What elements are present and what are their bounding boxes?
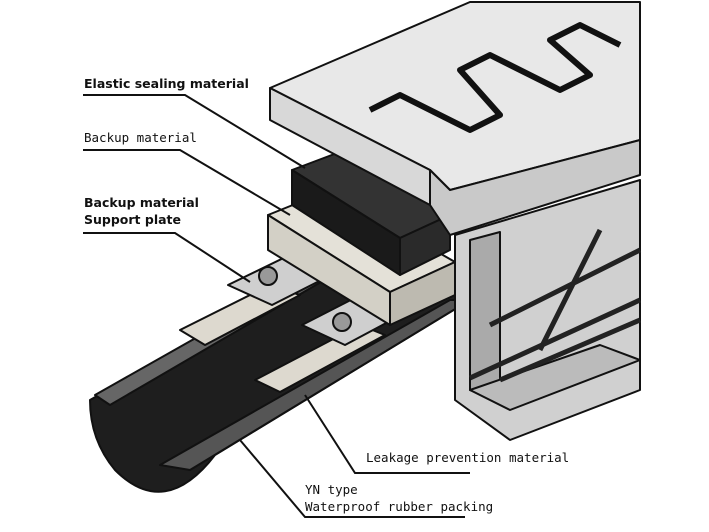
label-leakage-prevention: Leakage prevention material bbox=[366, 450, 570, 465]
leader-lines bbox=[83, 94, 470, 518]
label-yn-type: YN type bbox=[305, 482, 358, 497]
bolt bbox=[332, 312, 352, 332]
label-support-plate: Support plate bbox=[84, 212, 181, 227]
label-waterproof-rubber-packing: Waterproof rubber packing bbox=[305, 499, 494, 514]
label-backup-material: Backup material bbox=[84, 130, 197, 145]
finger-joint bbox=[368, 22, 622, 133]
label-backup-support-line1: Backup material bbox=[84, 195, 199, 210]
bolt bbox=[258, 266, 278, 286]
label-elastic-sealing-material: Elastic sealing material bbox=[84, 76, 249, 91]
rebars bbox=[468, 228, 642, 383]
